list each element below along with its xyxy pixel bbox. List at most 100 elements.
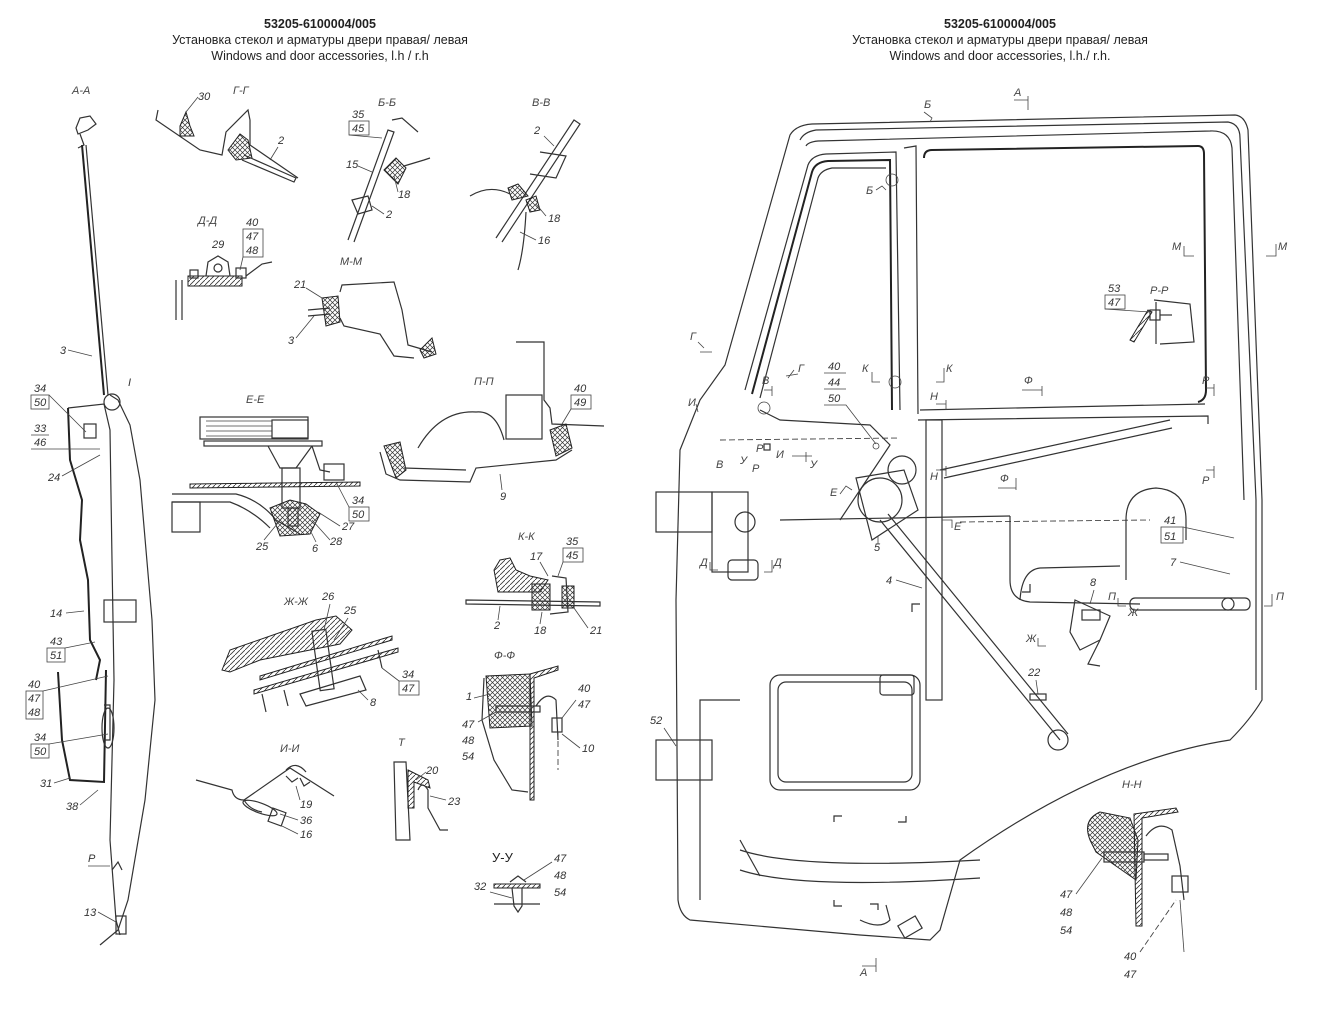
svg-text:40: 40 (828, 361, 841, 373)
svg-text:41: 41 (1164, 515, 1176, 527)
callout-33-46: 33 46 (31, 423, 100, 450)
section-mark-k-right: К (946, 363, 953, 375)
section-mark-f-mid: Ф (1000, 473, 1009, 485)
svg-text:43: 43 (50, 636, 63, 648)
section-d-d: Д-Д 29 40 47 48 (175, 215, 273, 320)
callout-10: 10 (582, 743, 595, 755)
svg-text:35: 35 (566, 536, 579, 548)
svg-text:50: 50 (34, 746, 47, 758)
callout-40-49: 40 49 (561, 383, 592, 425)
section-title: Т (398, 737, 406, 749)
callout-13: 13 (84, 907, 97, 919)
callout-47-48-54: 47 48 54 (462, 711, 497, 763)
section-mark-r-right-top: Р (1202, 375, 1210, 387)
callout-8: 8 (1090, 577, 1097, 589)
svg-text:53: 53 (1108, 283, 1121, 295)
section-mark-d-left: Д (698, 557, 708, 569)
svg-text:47: 47 (402, 683, 415, 695)
part-number: 53205-6100004/005 (944, 17, 1056, 31)
callout-15: 15 (346, 159, 359, 171)
section-title: К-К (518, 531, 535, 543)
section-title: И-И (280, 743, 300, 755)
section-mark-b-inner: Б (866, 185, 873, 197)
callout-6: 6 (312, 543, 319, 555)
callout-21: 21 (293, 279, 306, 291)
svg-text:47: 47 (578, 699, 591, 711)
svg-text:48: 48 (1060, 907, 1073, 919)
svg-text:34: 34 (34, 383, 46, 395)
section-mark-u-left: У (739, 455, 748, 467)
section-mark-i-right: И (776, 449, 784, 461)
callout-4: 4 (886, 575, 892, 587)
callout-38: 38 (66, 801, 79, 813)
section-mark-zh-left: Ж (1025, 633, 1037, 645)
section-mark-r-left-bottom: Р (752, 463, 760, 475)
section-title: У-У (492, 850, 514, 865)
svg-text:34: 34 (402, 669, 414, 681)
section-k-k: К-К 35 45 17 2 18 21 (465, 531, 602, 637)
svg-text:48: 48 (554, 870, 567, 882)
svg-text:45: 45 (566, 550, 579, 562)
callout-27: 27 (341, 521, 355, 533)
callout-25: 25 (343, 605, 357, 617)
left-sheet-header: 53205-6100004/005 Установка стекол и арм… (140, 16, 500, 64)
svg-text:45: 45 (352, 123, 365, 135)
section-mark-e-right: Е (954, 521, 962, 533)
section-mark-zh-right: Ж (1127, 607, 1139, 619)
section-title: В-В (532, 97, 550, 109)
callout-2: 2 (493, 620, 500, 632)
section-n-n: Н-Н 47 48 54 40 47 (1060, 779, 1189, 981)
section-mark-n-top: Н (930, 391, 938, 403)
callout-2: 2 (533, 125, 540, 137)
title-russian: Установка стекол и арматуры двери правая… (852, 33, 1148, 47)
section-b-b: Б-Б 35 45 15 18 2 (346, 97, 431, 243)
section-mark-u-right: У (809, 459, 818, 471)
section-mark-m-right: М (1278, 241, 1288, 253)
section-title: Е-Е (246, 394, 265, 406)
title-english: Windows and door accessories, l.h / r.h (211, 49, 429, 63)
svg-text:34: 34 (34, 732, 46, 744)
callout-3: 3 (60, 345, 67, 357)
svg-text:47: 47 (1124, 969, 1137, 981)
section-title: Н-Н (1122, 779, 1142, 791)
callout-14: 14 (50, 608, 62, 620)
callout-18: 18 (534, 625, 547, 637)
section-mark-m-left: М (1172, 241, 1182, 253)
svg-text:54: 54 (462, 751, 474, 763)
callout-16: 16 (300, 829, 313, 841)
section-title: Ф-Ф (494, 650, 515, 662)
callout-19: 19 (300, 799, 312, 811)
callout-7: 7 (1170, 557, 1177, 569)
callout-34-47: 34 47 (381, 667, 420, 696)
section-title: Ж-Ж (283, 596, 309, 608)
svg-text:40: 40 (574, 383, 587, 395)
callout-25: 25 (255, 541, 269, 553)
callout-40-47-48: 40 47 48 (25, 675, 109, 720)
svg-text:46: 46 (34, 437, 47, 449)
section-mark-n-bottom: Н (930, 471, 938, 483)
section-e-e: Е-Е 34 50 27 28 25 6 (171, 394, 370, 555)
section-title: М-М (340, 256, 363, 268)
callout-32: 32 (474, 881, 486, 893)
callout-43-51: 43 51 (46, 636, 96, 663)
callout-23: 23 (447, 796, 461, 808)
section-mark-g-right: Г (798, 363, 805, 375)
callout-35-45: 35 45 (348, 109, 383, 139)
svg-text:33: 33 (34, 423, 47, 435)
callout-24: 24 (47, 472, 60, 484)
callout-2: 2 (277, 135, 284, 147)
section-mark-a-top: А (1013, 87, 1021, 99)
section-mark-e-left: Е (830, 487, 838, 499)
callout-18: 18 (398, 189, 411, 201)
svg-text:54: 54 (1060, 925, 1072, 937)
section-mark-p: Р (88, 853, 96, 865)
svg-text:34: 34 (352, 495, 364, 507)
svg-text:40: 40 (578, 683, 591, 695)
section-a-a: А-А 3 I 34 50 33 46 24 (25, 85, 156, 946)
callout-47-48-54: 47 48 54 (523, 853, 567, 899)
svg-text:50: 50 (828, 393, 841, 405)
section-title: Р-Р (1150, 285, 1169, 297)
callout-41-51: 41 51 (1160, 515, 1235, 544)
callout-28: 28 (329, 536, 343, 548)
